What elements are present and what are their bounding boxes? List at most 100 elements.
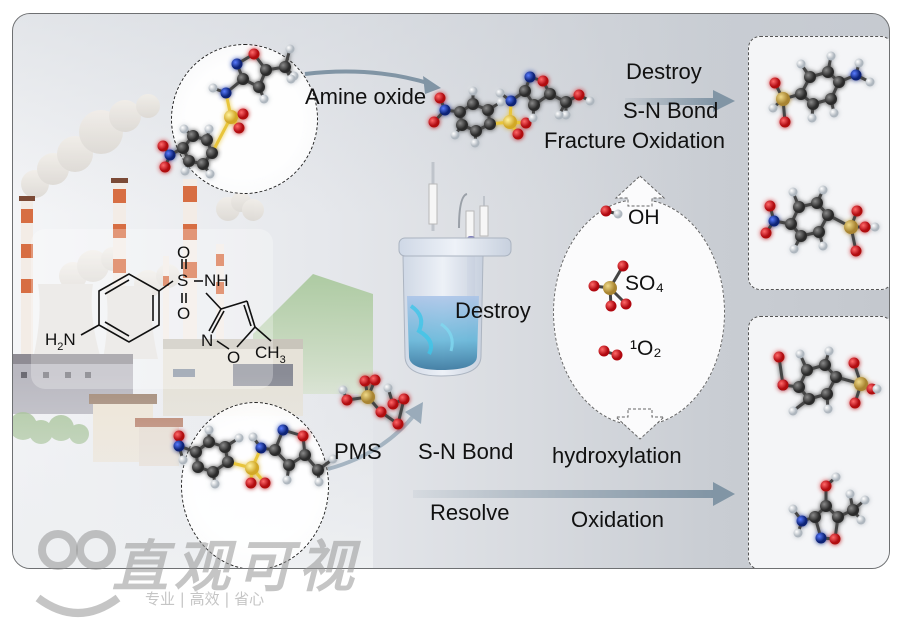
atom-carbon	[482, 104, 494, 116]
label-radical-so4: SO₄	[625, 272, 664, 295]
atom-carbon	[260, 64, 272, 76]
atom-oxygen	[173, 430, 185, 442]
atom-hydrogen	[796, 59, 806, 69]
atom-oxygen	[605, 300, 617, 312]
arrow-destroy-top	[625, 98, 715, 105]
atom-oxygen	[769, 77, 781, 89]
arrow-bottom-pathway	[413, 490, 713, 498]
atom-carbon	[560, 96, 572, 108]
atom-hydrogen	[795, 349, 805, 359]
atom-carbon	[847, 504, 859, 516]
atom-carbon	[484, 118, 496, 130]
atom-hydrogen	[450, 130, 460, 140]
atom-hydrogen	[496, 97, 506, 107]
cooling-tower	[33, 284, 101, 359]
atom-carbon	[470, 125, 482, 137]
bubble-arrow-down	[614, 408, 666, 440]
product-aminohydroxy-isoxazole	[788, 472, 870, 545]
atom-carbon	[793, 201, 805, 213]
atom-carbon	[177, 142, 189, 154]
atom-hydrogen	[793, 528, 803, 538]
atom-hydrogen	[561, 110, 571, 120]
atom-hydrogen	[860, 495, 870, 505]
molecule-amine-oxide-product	[428, 71, 595, 148]
background-shade	[13, 14, 889, 214]
atom-carbon	[219, 441, 231, 453]
atom-oxygen	[617, 260, 629, 272]
atom-nitrogen	[796, 515, 808, 527]
atom-oxygen	[157, 140, 169, 152]
atom-hydrogen	[807, 113, 817, 123]
atom-carbon	[222, 456, 234, 468]
atom-carbon	[821, 388, 833, 400]
atom-nitrogen	[164, 149, 176, 161]
atom-oxygen	[392, 418, 404, 430]
radical-so4-icon	[588, 260, 632, 312]
methyl-label: CH3	[255, 343, 286, 366]
atom-carbon	[801, 364, 813, 376]
molecule-layer	[157, 44, 735, 506]
atom-hydrogen	[870, 222, 880, 232]
atom-nitrogen	[524, 71, 536, 83]
atom-oxygen	[297, 430, 309, 442]
atom-oxygen	[434, 92, 446, 104]
label-hydroxylation: hydroxylation	[552, 443, 682, 468]
ring-oxygen-label: O	[227, 348, 240, 367]
atom-nitrogen	[815, 532, 827, 544]
atom-hydrogen	[205, 169, 215, 179]
label-pms: PMS	[334, 439, 382, 464]
atom-oxygen	[512, 128, 524, 140]
atom-oxygen	[849, 397, 861, 409]
atom-nitrogen	[173, 440, 185, 452]
atom-hydrogen	[854, 58, 864, 68]
atom-carbon	[519, 85, 531, 97]
atom-hydrogen	[248, 432, 258, 442]
atom-carbon	[206, 147, 218, 159]
atom-carbon	[795, 230, 807, 242]
atom-hydrogen	[554, 110, 564, 120]
atom-carbon	[253, 81, 265, 93]
sulfamethoxazole-structure: H2N S O O NH N O CH3	[45, 243, 286, 367]
atom-carbon	[803, 393, 815, 405]
atom-hydrogen	[585, 96, 595, 106]
atom-carbon	[809, 511, 821, 523]
atom-oxygen	[537, 75, 549, 87]
atom-nitrogen	[850, 69, 862, 81]
atom-hydrogen	[788, 406, 798, 416]
label-destroy-reactor: Destroy	[455, 298, 531, 323]
atom-carbon	[820, 500, 832, 512]
atom-carbon	[830, 371, 842, 383]
electrochemical-reactor	[398, 162, 512, 377]
label-radical-singlet-oxygen: ¹O₂	[630, 337, 662, 360]
atom-hydrogen	[210, 479, 220, 489]
atom-carbon	[833, 76, 845, 88]
atom-carbon	[207, 466, 219, 478]
arrow-to-amine-oxide	[304, 69, 432, 86]
atom-hydrogen	[285, 44, 295, 54]
oxygen-label: O	[177, 243, 190, 262]
atom-hydrogen	[470, 138, 480, 148]
atom-sulfur	[361, 390, 375, 404]
amine-label: H2N	[45, 330, 76, 353]
atom-nitrogen	[439, 104, 451, 116]
atom-oxygen	[245, 477, 257, 489]
atom-carbon	[822, 66, 834, 78]
atom-oxygen	[159, 161, 171, 173]
atom-hydrogen	[178, 455, 188, 465]
atom-oxygen	[779, 116, 791, 128]
atom-hydrogen	[468, 86, 478, 96]
watermark-subtext: 专业 | 高效 | 省心	[145, 590, 265, 608]
arrow-to-reactor	[327, 412, 417, 471]
label-amine-oxide: Amine oxide	[305, 84, 427, 109]
product-sulfonyl-aniline	[768, 51, 875, 128]
atom-carbon	[312, 464, 324, 476]
atom-oxygen	[428, 116, 440, 128]
label-oxidation-bottom: Oxidation	[571, 507, 664, 532]
atom-carbon	[804, 71, 816, 83]
diagram-frame: H2N S O O NH N O CH3	[12, 13, 890, 569]
atom-carbon	[807, 98, 819, 110]
label-sn-bond-top: S-N Bond	[623, 98, 719, 123]
radical-species-bubble	[553, 199, 725, 426]
atom-hydrogen	[495, 88, 505, 98]
atom-nitrogen	[220, 87, 232, 99]
